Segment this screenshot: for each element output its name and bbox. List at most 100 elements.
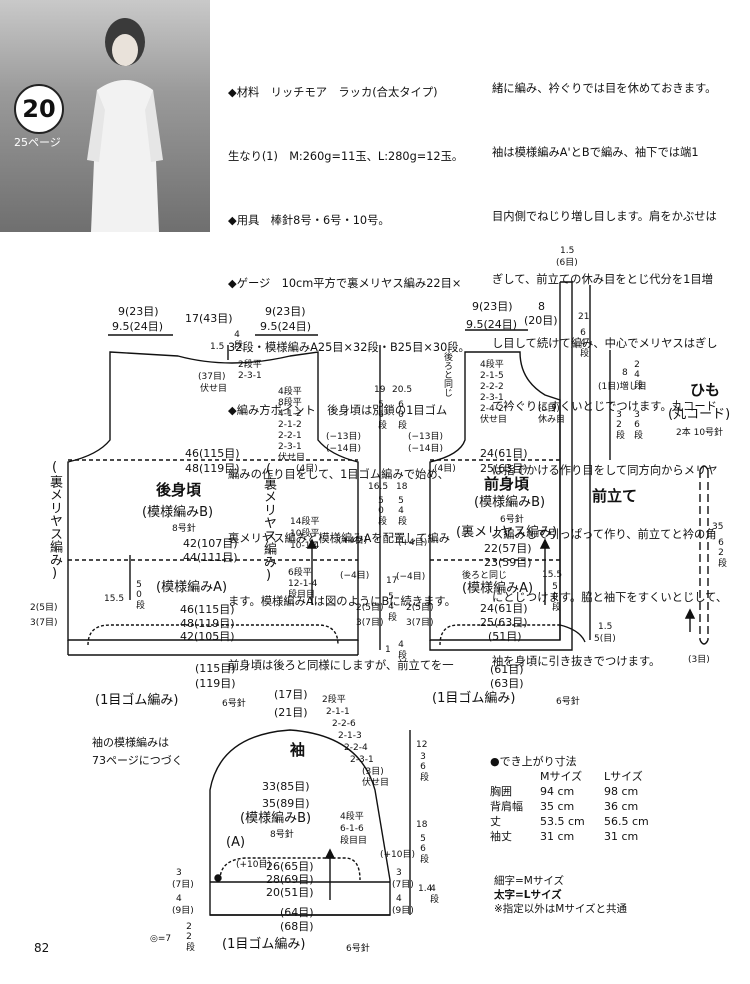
back-neck-step-2: 2-3-1	[238, 371, 262, 381]
front-neck-step: 2-2-2	[480, 382, 504, 392]
front-neck-step: 4段平	[480, 360, 504, 370]
front-width-7: (51目)	[488, 630, 522, 643]
front-shoulder-l: 9.5(24目)	[466, 318, 518, 331]
page-number: 82	[34, 941, 50, 955]
back-needle-8: 8号針	[172, 524, 196, 534]
back-pattern-a: (模様編みA)	[156, 580, 228, 595]
size-label: 袖丈	[490, 830, 512, 843]
size-m-value: 94 cm	[540, 785, 575, 798]
instr-line: 生なり(1) M:260g=11玉、L:280g=12玉。	[228, 150, 464, 164]
sleeve-width-m: 33(85目)	[262, 780, 310, 793]
back-arm-step: 8段平	[278, 398, 302, 408]
sleeve-mark-rows: 22段	[184, 922, 194, 951]
sleeve-note-2: 73ページにつづく	[92, 754, 183, 767]
front-neck-step: 2-3-1	[480, 393, 504, 403]
back-h54b: 54段	[386, 592, 396, 621]
note-line: ※指定以外はMサイズと共通	[494, 903, 628, 915]
front-neck-w: 8	[538, 300, 545, 313]
sizes-row: 胸囲 94 cm 98 cm	[490, 784, 668, 799]
back-arm-step: 2-3-1	[278, 442, 302, 452]
back-width-5: 46(115目)	[180, 603, 235, 616]
front-rib-right-2: 5(目)	[594, 634, 616, 644]
size-l-value: 56.5 cm	[604, 815, 649, 828]
instr-line: 編みの作り目をして、1目ゴム編みで始め、	[228, 468, 449, 482]
sleeve-h18: 18	[416, 820, 428, 830]
front-neck-step: 2-1-5	[480, 371, 504, 381]
sleeve-left-2: (7目)	[172, 880, 194, 890]
back-inc-step: 10-1-4	[290, 541, 320, 551]
front-pattern-a: (模様編みA)	[462, 581, 534, 596]
instr-line: ◆用具 棒針8号・6号・10号。	[228, 213, 390, 227]
instr-line: ぎして、前立ての休み目をとじ代分を1目増	[492, 273, 713, 287]
back-h19: 19	[374, 385, 386, 395]
front-same-back: 後ろと同じ	[462, 571, 508, 581]
back-neck-rest: (37目)	[198, 372, 226, 382]
back-shoulder-right-m: 9(23目)	[265, 305, 306, 318]
back-low-step: 段目目	[288, 590, 316, 600]
sleeve-width-3: 26(65目)	[266, 860, 314, 873]
size-l-value: 98 cm	[604, 785, 639, 798]
front-band-h: 21	[578, 312, 590, 322]
sleeve-step: 伏せ目	[362, 778, 390, 788]
back-h54: 54段	[396, 496, 406, 525]
back-rev-stock-side: (裏メリヤス編み)	[47, 460, 62, 581]
front-needle-6: 6号針	[556, 697, 580, 707]
sleeve-top-m: (17目)	[274, 688, 308, 701]
note-line: 太字=Lサイズ	[494, 889, 562, 901]
size-m-header: Mサイズ	[540, 770, 583, 783]
instr-line: て衿ぐりにすくいとじでつけます。丸コード	[492, 400, 717, 414]
size-l-value: 36 cm	[604, 800, 639, 813]
front-band-h24: 24段	[632, 360, 642, 389]
front-band-inc: (1目)増し目	[598, 382, 647, 392]
cord-cast: (3目)	[688, 655, 710, 665]
back-h50b: 50段	[376, 496, 386, 525]
sleeve-outline	[209, 729, 391, 916]
front-title: 前身頃	[484, 475, 530, 493]
back-shoulder-right-l: 9.5(24目)	[260, 320, 312, 333]
instr-line: ◆編み方ポイント 後身頃は別鎖の1目ゴム	[228, 404, 448, 418]
sleeve-needle-8: 8号針	[270, 830, 294, 840]
sleeve-step: 2-2-4	[344, 743, 368, 753]
back-rib-right-m: 2(5目)	[356, 603, 384, 613]
back-rib-h: 1	[385, 645, 391, 655]
sleeve-inc-step: 6-1-6	[340, 824, 364, 834]
front-band-h32: 32段	[614, 410, 624, 439]
front-width-5: 24(61目)	[480, 602, 528, 615]
front-arm-dec-l: (−14目)	[408, 444, 444, 454]
sleeve-h14: 1.4	[418, 884, 433, 894]
back-shoulder-left-l: 9.5(24目)	[112, 320, 164, 333]
sleeve-step: 2-2-6	[332, 719, 356, 729]
pattern-number-badge: 20	[14, 84, 64, 134]
back-shoulder-left-m: 9(23目)	[118, 305, 159, 318]
instr-line: ◆ゲージ 10cm平方で裏メリヤス編み22目×	[228, 277, 462, 291]
front-rib-label: (1目ゴム編み)	[432, 691, 516, 706]
back-neck-width: 17(43目)	[185, 312, 233, 325]
front-band-label: 前立て	[592, 487, 638, 505]
front-neck-step: 伏せ目	[480, 415, 508, 425]
size-l-header: Lサイズ	[604, 770, 643, 783]
back-inc-4-side: (+4目)	[398, 538, 428, 548]
front-rev-stock: (裏メリヤス編み)	[456, 525, 558, 540]
back-neck-v: 1.5	[210, 342, 225, 352]
back-neck-rest-label: 伏せ目	[200, 384, 228, 394]
instructions-column-2: 緒に編み、衿ぐりでは目を休めておきます。 袖は模様編みA'とBで編み、袖下では端…	[492, 36, 742, 693]
model-photo: 20 25ページ	[0, 0, 210, 232]
back-arm-step: 4-1-2	[278, 409, 302, 419]
back-width-1: 46(115目)	[185, 447, 240, 460]
instr-line: し目して続けて編み、中心でメリヤスはぎし	[492, 336, 718, 350]
sleeve-h36: 36段	[418, 752, 428, 781]
sleeve-left-3: 4	[176, 894, 182, 904]
front-pattern-b: (模様編みB)	[474, 495, 546, 510]
sleeve-rib-label: (1目ゴム編み)	[222, 937, 306, 952]
size-notes: 細字=Mサイズ 太字=Lサイズ ※指定以外はMサイズと共通	[494, 874, 627, 916]
back-title: 後身頃	[156, 481, 202, 499]
size-label: 丈	[490, 815, 501, 828]
back-arm-dec-l: (−14目)	[326, 444, 362, 454]
size-m-value: 53.5 cm	[540, 815, 585, 828]
front-shoulder-m: 9(23目)	[472, 300, 513, 313]
front-width-3: 22(57目)	[484, 542, 532, 555]
back-inc-4: (+4目)	[338, 536, 368, 546]
sleeve-inc-step: 段目目	[340, 836, 368, 846]
back-rib-label: (1目ゴム編み)	[95, 693, 179, 708]
front-width-4: 23(59目)	[484, 556, 532, 569]
